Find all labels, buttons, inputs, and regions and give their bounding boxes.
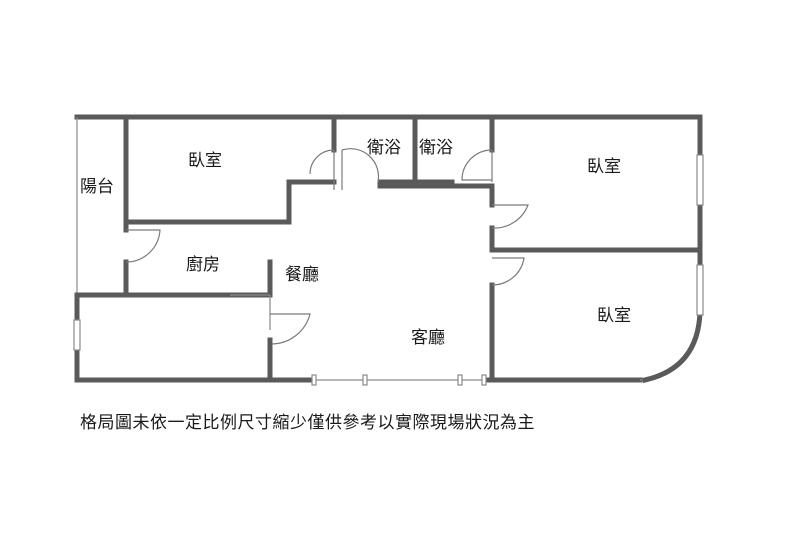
bedroom-nw-walls: [123, 114, 337, 225]
sliding-door-post-1: [311, 374, 317, 386]
door-swing-bath-2: [461, 149, 493, 182]
bath-walls: [377, 114, 495, 208]
room-label-bedroom-se: 臥室: [597, 306, 631, 326]
window-east-2: [696, 264, 704, 316]
dining-divider: [230, 294, 271, 330]
room-label-bedroom-ne: 臥室: [587, 157, 621, 177]
door-swing-bedroom-se: [491, 257, 525, 286]
disclaimer-text: 格局圖未依一定比例尺寸縮少僅供參考以實際現場狀況為主: [80, 413, 535, 433]
lower-left-room-walls: [74, 259, 273, 383]
room-label-living: 客廳: [411, 328, 445, 348]
window-east-1: [696, 154, 704, 206]
door-swing-bath-1: [341, 148, 380, 190]
sliding-door-post-2: [362, 374, 368, 386]
room-label-bath-1: 衛浴: [367, 138, 401, 158]
outer-wall-top: [74, 114, 703, 303]
kitchen-walls: [74, 219, 129, 298]
door-swing-kitchen: [125, 229, 161, 263]
door-swing-lower-room: [270, 313, 311, 345]
room-label-dining: 餐廳: [285, 265, 319, 285]
room-label-kitchen: 廚房: [186, 255, 220, 275]
corner-curve-wall: [642, 309, 703, 383]
sliding-door-post-3: [457, 374, 463, 386]
window-left: [73, 319, 81, 351]
east-partition: [377, 179, 703, 383]
room-label-bath-2: 衛浴: [419, 138, 453, 158]
room-label-bedroom-nw: 臥室: [188, 151, 222, 171]
door-swing-bedroom-nw: [309, 149, 335, 190]
sliding-door-post-4: [481, 374, 487, 386]
room-label-balcony: 陽台: [80, 177, 114, 197]
door-swing-bedroom-ne: [491, 204, 529, 229]
